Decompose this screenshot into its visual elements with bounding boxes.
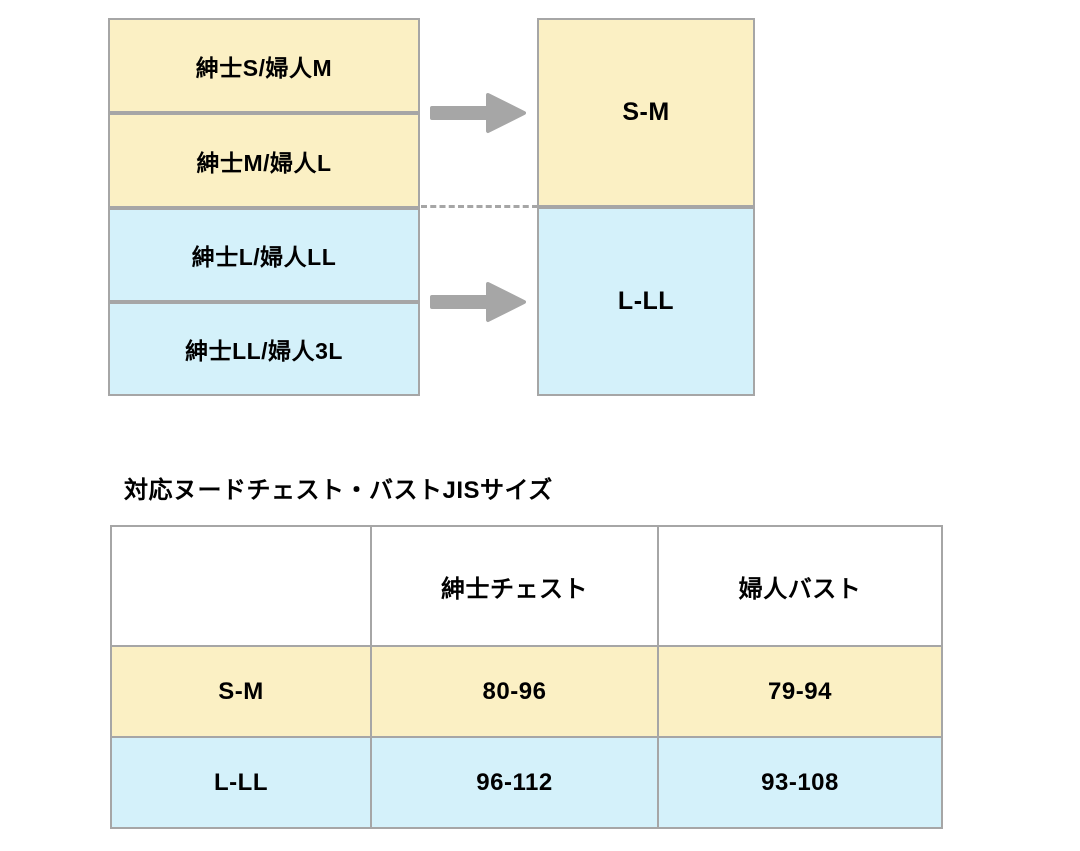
size-mapping-diagram: 紳士S/婦人M 紳士M/婦人L 紳士L/婦人LL 紳士LL/婦人3L S-M L… — [0, 0, 1080, 420]
table-header-cell-blank — [110, 525, 372, 647]
table-cell-size: S-M — [110, 645, 372, 738]
source-size-box: 紳士S/婦人M — [108, 18, 420, 113]
table-header-cell-bust: 婦人バスト — [657, 525, 943, 647]
source-size-box: 紳士L/婦人LL — [108, 208, 420, 302]
table-cell-chest: 80-96 — [370, 645, 659, 738]
table-caption: 対応ヌードチェスト・バストJISサイズ — [124, 477, 553, 504]
jis-size-table: 紳士チェスト 婦人バスト S-M 80-96 79-94 L-LL 96-112… — [110, 525, 943, 829]
table-cell-bust: 79-94 — [657, 645, 943, 738]
target-size-label: S-M — [622, 98, 670, 126]
source-size-label: 紳士L/婦人LL — [191, 244, 337, 270]
source-size-box: 紳士LL/婦人3L — [108, 302, 420, 396]
right-arrow-icon — [430, 282, 526, 322]
table-row: L-LL 96-112 93-108 — [110, 736, 943, 829]
table-header-row: 紳士チェスト 婦人バスト — [110, 525, 943, 647]
target-size-box: S-M — [537, 18, 755, 207]
table-row: S-M 80-96 79-94 — [110, 645, 943, 738]
source-size-label: 紳士LL/婦人3L — [185, 338, 343, 364]
dashed-divider-line — [421, 205, 538, 208]
source-size-label: 紳士S/婦人M — [195, 54, 333, 81]
right-arrow-icon — [430, 93, 526, 133]
source-size-box: 紳士M/婦人L — [108, 113, 420, 208]
table-cell-chest: 96-112 — [370, 736, 659, 829]
source-size-label: 紳士M/婦人L — [196, 149, 332, 176]
table-cell-bust: 93-108 — [657, 736, 943, 829]
table-header-cell-chest: 紳士チェスト — [370, 525, 659, 647]
target-size-label: L-LL — [617, 287, 675, 315]
table-cell-size: L-LL — [110, 736, 372, 829]
target-size-box: L-LL — [537, 207, 755, 396]
